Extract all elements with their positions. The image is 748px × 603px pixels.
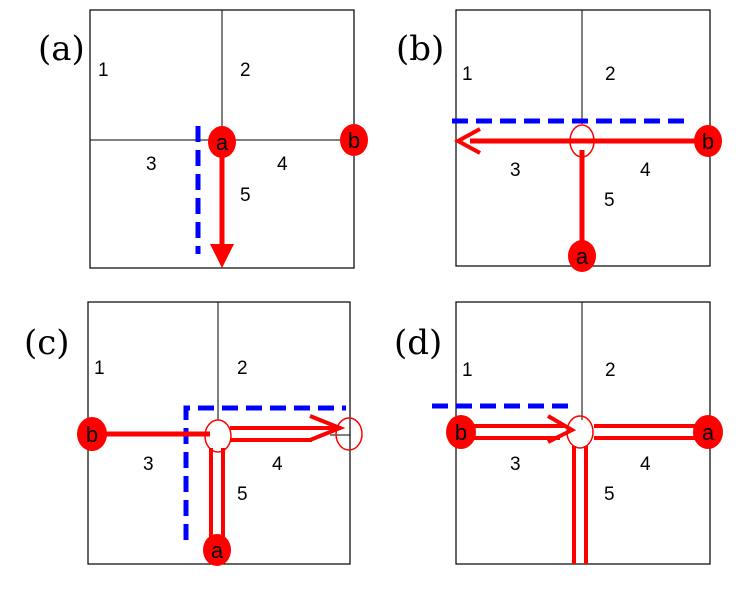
panel-c-blocked-path [183, 405, 346, 540]
panel-a-region-1: 1 [98, 60, 109, 81]
panel-c-region-4: 4 [272, 454, 283, 475]
panel-b-junction [569, 124, 595, 158]
panel-a-node-a-label: a [216, 130, 229, 155]
panel-b-arrowhead [453, 127, 481, 155]
panel-a-region-4: 4 [277, 154, 288, 175]
panel-d-box [455, 301, 711, 565]
panel-c-region-5: 5 [237, 484, 248, 505]
panel-d-node-b-label: b [455, 420, 467, 445]
panel-c: (c) 1 2 3 4 5 b a [24, 301, 363, 566]
panel-a-label: (a) [38, 29, 85, 69]
panel-d-junction [566, 415, 594, 449]
panel-d-region-4: 4 [640, 454, 651, 475]
panel-a: (a) 1 2 3 4 5 a b [38, 9, 368, 269]
panel-b-region-3: 3 [510, 160, 521, 181]
panel-d-label: (d) [394, 323, 442, 363]
panel-a-arrowhead [210, 244, 234, 268]
panel-b-node-a [568, 240, 596, 272]
panel-b-node-b-label: b [702, 129, 714, 154]
panel-d-region-2: 2 [605, 360, 616, 381]
panel-c-node-b [77, 417, 107, 451]
panel-d-region-3: 3 [510, 454, 521, 475]
panel-c-region-3: 3 [143, 454, 154, 475]
panel-a-node-b [340, 124, 368, 156]
panel-c-node-a [203, 534, 231, 566]
panel-b: (b) 1 2 3 4 5 a b [396, 9, 722, 272]
panel-c-region-1: 1 [94, 358, 105, 379]
panel-a-node-b-label: b [348, 128, 360, 153]
panel-a-node-a [208, 126, 236, 158]
panel-a-region-2: 2 [240, 60, 251, 81]
panel-d-arrowhead [546, 414, 577, 444]
panel-a-region-3: 3 [146, 154, 157, 175]
panel-d-node-a [693, 415, 723, 449]
panel-d-region-1: 1 [462, 360, 473, 381]
panel-d: (d) 1 2 3 4 5 b a [394, 301, 723, 565]
panel-b-region-5: 5 [604, 190, 615, 211]
panel-d-region-5: 5 [604, 484, 615, 505]
panel-c-node-a-label: a [211, 538, 224, 563]
panel-d-node-a-label: a [702, 420, 715, 445]
panel-b-label: (b) [396, 29, 444, 69]
panel-c-target-circle [335, 417, 363, 451]
panel-b-node-b [694, 125, 722, 157]
panel-c-junction [204, 419, 232, 453]
panel-d-node-b [446, 415, 476, 449]
panel-b-region-4: 4 [640, 160, 651, 181]
panel-a-region-5: 5 [240, 185, 251, 206]
panel-b-region-1: 1 [462, 64, 473, 85]
panel-c-arrowhead [309, 414, 346, 442]
panel-c-label: (c) [24, 323, 70, 363]
panel-c-node-b-label: b [86, 422, 98, 447]
panel-c-region-2: 2 [237, 358, 248, 379]
panel-b-node-a-label: a [576, 244, 589, 269]
panel-b-region-2: 2 [605, 64, 616, 85]
